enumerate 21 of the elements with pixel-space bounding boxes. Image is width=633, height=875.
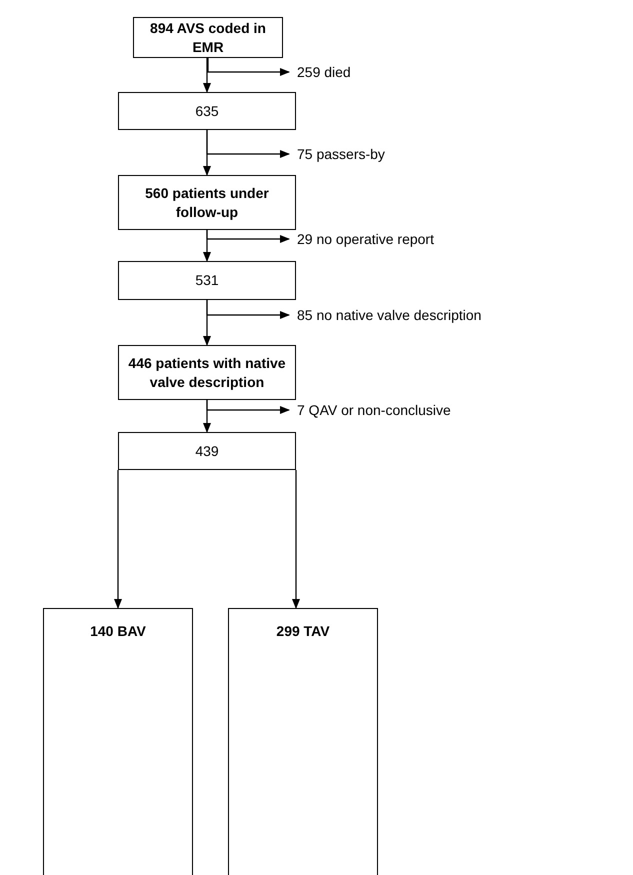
arrow (206, 130, 290, 158)
exclusion-label: 85 no native valve description (297, 305, 631, 325)
process-box: 560 patients under follow-up (118, 175, 296, 230)
exclusion-label: 259 died (297, 62, 617, 82)
arrow (203, 58, 211, 93)
arrow (292, 470, 300, 609)
arrow (206, 300, 290, 319)
arrow (114, 470, 122, 609)
exclusion-label: 75 passers-by (297, 144, 617, 164)
arrow (207, 58, 290, 76)
exclusion-label: 7 QAV or non-conclusive (297, 400, 617, 420)
process-box: 531 (118, 261, 296, 300)
exclusion-label: 29 no operative report (297, 229, 617, 249)
process-box: 140 BAV (43, 608, 193, 875)
process-box: 446 patients with native valve description (118, 345, 296, 400)
process-box: 894 AVS coded in EMR (133, 17, 283, 58)
arrow (206, 230, 290, 243)
process-box: 635 (118, 92, 296, 130)
process-box: 299 TAV (228, 608, 378, 875)
process-box: 439 (118, 432, 296, 470)
arrow (206, 400, 290, 414)
